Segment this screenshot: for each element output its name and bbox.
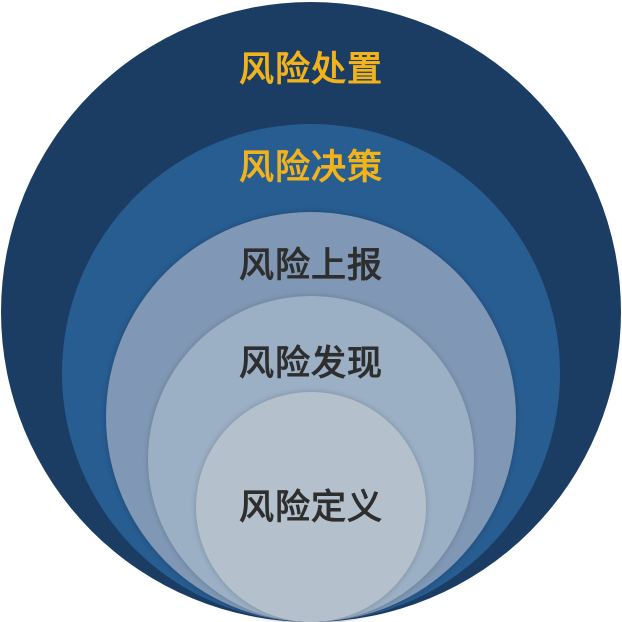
layer-3-label: 风险上报 [238, 246, 383, 286]
layer-5-label: 风险定义 [238, 488, 383, 528]
circle-layer-5 [196, 392, 426, 622]
layer-1-label: 风险处置 [238, 50, 383, 90]
layer-4-label: 风险发现 [238, 344, 383, 384]
layer-2-label: 风险决策 [238, 148, 383, 188]
